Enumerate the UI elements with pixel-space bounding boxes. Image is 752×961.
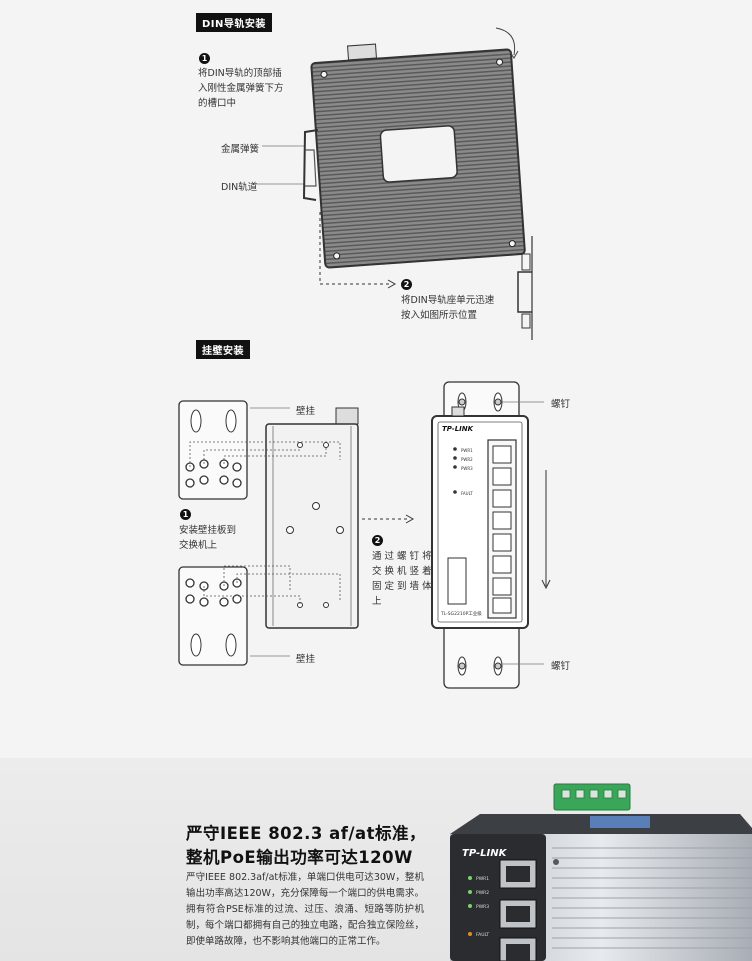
front-device-brand: TP-LINK: [442, 425, 474, 433]
wall-step2-line: 交 换 机 竖 着: [372, 566, 432, 577]
wall-step2-line: 上: [372, 596, 382, 607]
din-rail-label: DIN轨道: [221, 182, 258, 193]
front-device-led-labels: PWR1 PWR2 PWR3 FAULT: [461, 446, 473, 498]
led-label: PWR3: [461, 466, 473, 471]
led-label: PWR3: [476, 905, 490, 910]
din-step1-line: 入刚性金属弹簧下方: [198, 83, 284, 94]
din-rail-illustration: [256, 27, 533, 340]
feature-title-line1: 严守IEEE 802.3 af/at标准，: [186, 824, 426, 843]
wall-step2-line: 通 过 螺 钉 将: [372, 551, 432, 562]
din-step2-text: 将DIN导轨座单元迅速 按入如图所示位置: [401, 293, 494, 323]
product-led-labels: PWR1 PWR2 PWR3 FAULT: [476, 873, 489, 943]
din-step1-text: 将DIN导轨的顶部插 入刚性金属弹簧下方 的槽口中: [198, 66, 284, 111]
feature-title-line2: 整机PoE输出功率可达120W: [186, 848, 413, 867]
led-label: PWR2: [461, 457, 473, 462]
wall-step2-line: 固 定 到 墙 体: [372, 581, 432, 592]
led-label: PWR2: [476, 891, 490, 896]
wall-step1-line: 安装壁挂板到: [179, 525, 237, 536]
led-label: FAULT: [461, 491, 473, 496]
wall-bracket-label-bottom: 壁挂: [296, 654, 316, 665]
din-step1-line: 将DIN导轨的顶部插: [198, 68, 282, 79]
wall-step1-text: 安装壁挂板到 交换机上: [179, 523, 236, 553]
wall-bracket-label-top: 壁挂: [296, 406, 316, 417]
led-label: PWR1: [476, 877, 490, 882]
wall-step1-line: 交换机上: [179, 540, 218, 551]
din-step2-line: 按入如图所示位置: [401, 310, 478, 321]
metal-spring-label: 金属弹簧: [221, 144, 260, 155]
wall-step2-text: 通 过 螺 钉 将 交 换 机 竖 着 固 定 到 墙 体 上: [372, 549, 432, 609]
wall-step1-number: 1: [180, 509, 191, 520]
wall-section-tag: 挂壁安装: [196, 340, 250, 359]
led-label: FAULT: [476, 933, 490, 938]
feature-description: 严守IEEE 802.3af/at标准，单端口供电可达30W，整机输出功率高达1…: [186, 872, 424, 947]
product-brand: TP-LINK: [462, 848, 507, 859]
switch-product-image: [450, 783, 752, 961]
front-device-model: TL-SG2210P工业级: [441, 612, 482, 617]
din-step2-number: 2: [401, 279, 412, 290]
din-step2-line: 将DIN导轨座单元迅速: [401, 295, 495, 306]
wall-mount-illustration: [178, 381, 551, 689]
din-step1-line: 的槽口中: [198, 98, 237, 109]
din-section-tag: DIN导轨安装: [196, 13, 272, 32]
screw-label-bottom: 螺钉: [551, 661, 571, 672]
poe-feature-section: 严守IEEE 802.3 af/at标准， 整机PoE输出功率可达120W 严守…: [0, 758, 752, 961]
screw-label-top: 螺钉: [551, 399, 571, 410]
front-port-block: [492, 445, 512, 614]
led-label: PWR1: [461, 448, 473, 453]
wall-step2-number: 2: [372, 535, 383, 546]
din-step1-number: 1: [199, 53, 210, 64]
